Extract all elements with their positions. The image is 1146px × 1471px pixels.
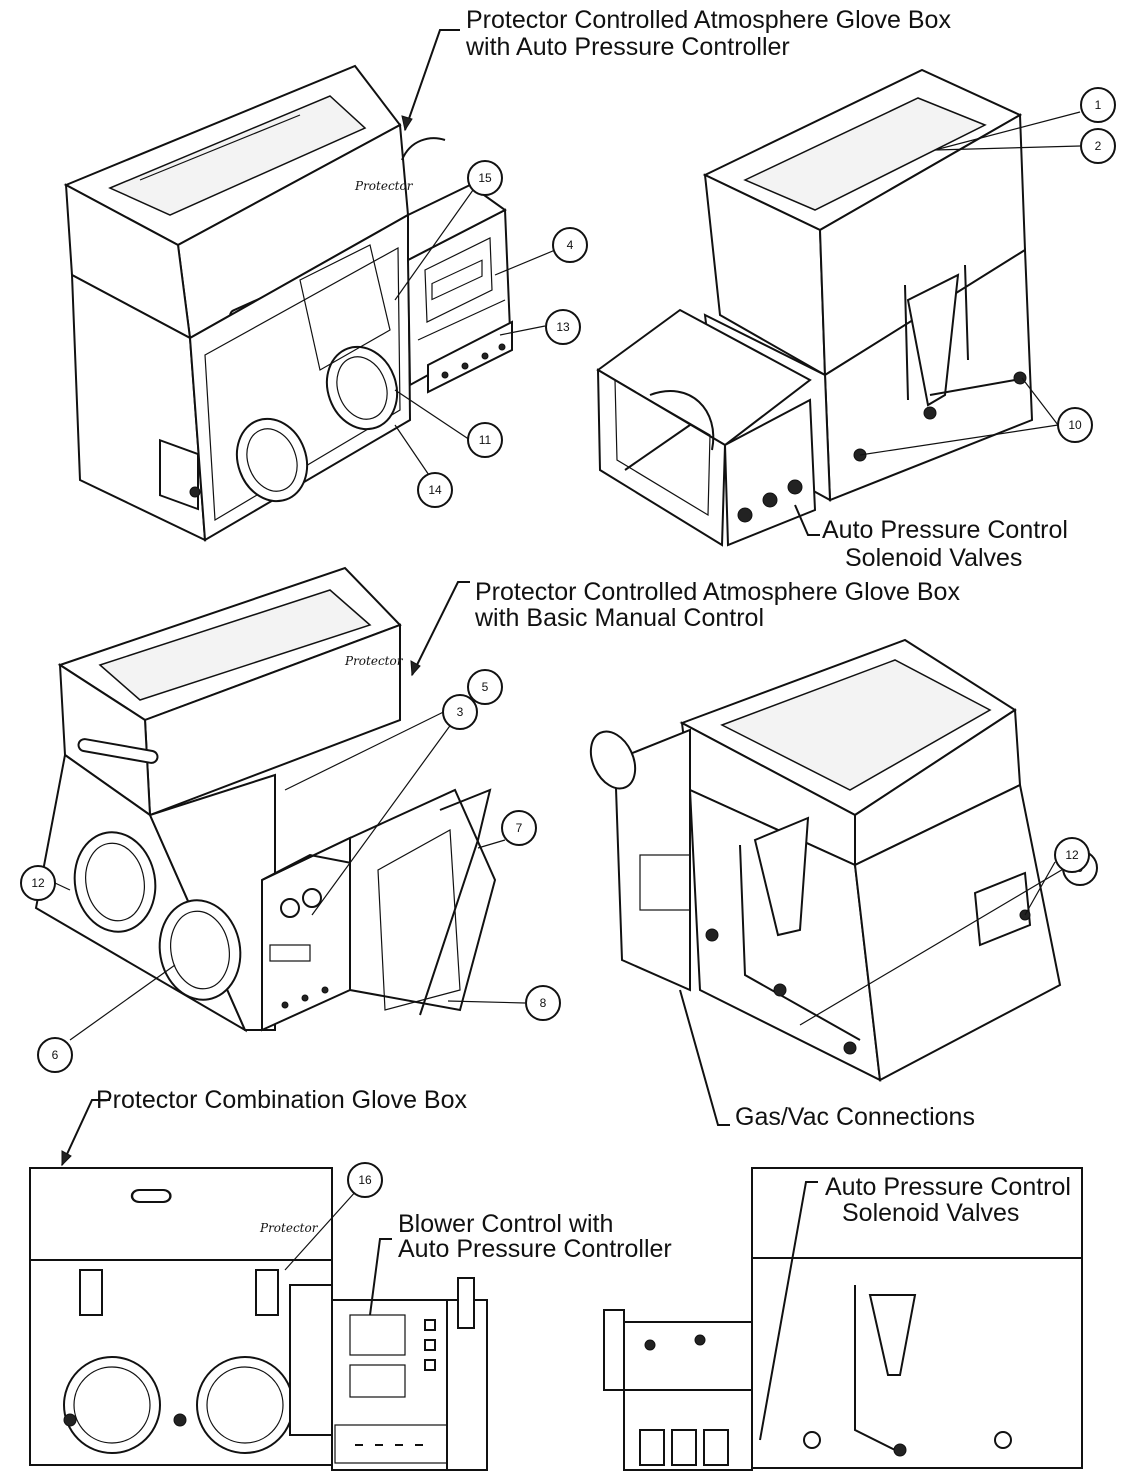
callout-10: 10 [1057, 407, 1093, 443]
brand-mark-3: Protector [259, 1221, 319, 1235]
callout-4: 4 [552, 227, 588, 263]
glovebox-manual-front-view: Protector [34, 566, 497, 1033]
apc-valves-line-2: Solenoid Valves [845, 544, 1022, 572]
apc-valves-bottom-line-2: Solenoid Valves [842, 1199, 1019, 1227]
svg-text:5: 5 [482, 680, 489, 694]
svg-text:15: 15 [478, 171, 492, 185]
svg-text:2: 2 [1095, 139, 1102, 153]
leader-lines [54, 29, 1081, 1441]
callout-8: 8 [525, 985, 561, 1021]
top-title-line-2: with Auto Pressure Controller [465, 33, 790, 61]
callout-6: 6 [37, 1037, 73, 1073]
apc-valves-bottom-line-1: Auto Pressure Control [825, 1173, 1071, 1201]
svg-text:1: 1 [1095, 98, 1102, 112]
callout-2: 2 [1080, 128, 1116, 164]
svg-text:8: 8 [540, 996, 547, 1010]
callout-16: 16 [347, 1162, 383, 1198]
svg-text:6: 6 [52, 1048, 59, 1062]
svg-text:12: 12 [31, 876, 45, 890]
mid-title-line-1: Protector Controlled Atmosphere Glove Bo… [475, 578, 960, 606]
blower-line-1: Blower Control with [398, 1210, 613, 1238]
callout-14: 14 [417, 472, 453, 508]
glovebox-combination-front: Protector [29, 1167, 488, 1471]
blower-line-2: Auto Pressure Controller [398, 1235, 672, 1263]
svg-text:10: 10 [1068, 418, 1082, 432]
callout-1: 1 [1080, 87, 1116, 123]
glovebox-manual-rear-view [589, 638, 1062, 1082]
svg-text:4: 4 [567, 238, 574, 252]
callout-5: 5 [467, 669, 503, 705]
svg-text:12: 12 [1065, 848, 1079, 862]
callout-15: 15 [467, 160, 503, 196]
callout-11: 11 [467, 422, 503, 458]
svg-text:3: 3 [457, 705, 464, 719]
svg-text:7: 7 [516, 821, 523, 835]
svg-text:13: 13 [556, 320, 570, 334]
callout-7: 7 [501, 810, 537, 846]
brand-mark-1: Protector [354, 179, 414, 193]
callout-12a: 12 [20, 865, 56, 901]
apc-valves-line-1: Auto Pressure Control [822, 516, 1068, 544]
callout-13: 13 [545, 309, 581, 345]
callout-3: 3 [442, 694, 478, 730]
callout-12b: 12 [1054, 837, 1090, 873]
mid-title-line-2: with Basic Manual Control [474, 604, 764, 632]
callouts: 1 2 3 4 5 6 7 8 9 10 11 12 12 13 14 15 1… [20, 87, 1116, 1198]
glovebox-auto-rear-view [596, 68, 1034, 547]
top-title-line-1: Protector Controlled Atmosphere Glove Bo… [466, 6, 951, 34]
brand-mark-2: Protector [344, 654, 404, 668]
svg-text:11: 11 [479, 433, 492, 447]
combo-title: Protector Combination Glove Box [96, 1086, 468, 1114]
gas-vac-label: Gas/Vac Connections [735, 1103, 975, 1131]
glovebox-combination-rear [603, 1167, 1083, 1471]
svg-text:14: 14 [428, 483, 442, 497]
glovebox-auto-front-view: Protector [63, 64, 513, 542]
labels: Protector Controlled Atmosphere Glove Bo… [96, 6, 1071, 1263]
svg-text:16: 16 [358, 1173, 372, 1187]
